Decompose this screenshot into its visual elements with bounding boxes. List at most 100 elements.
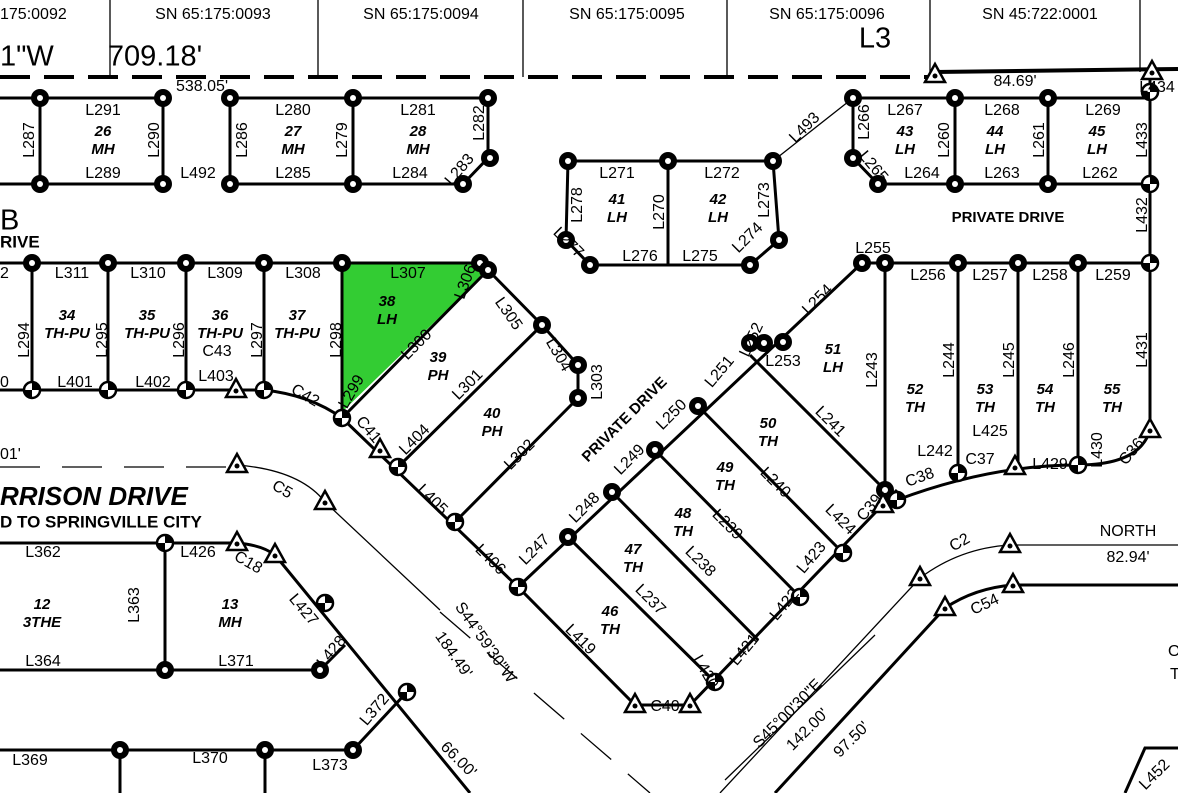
street-label: B [0,205,19,237]
line-label: 0 [0,374,9,391]
lot-number: 50 [760,415,777,432]
lot-corner-icon [559,528,577,546]
line-label: L274 [729,219,766,256]
lot-corner-icon [946,89,964,107]
lot-number: 13 [222,596,239,613]
line-label: L254 [799,281,836,318]
lot-number: 38 [379,293,396,310]
quartered-monument-icon [1140,174,1160,194]
line-label: L297 [249,322,266,358]
lot-corner-icon [646,441,664,459]
street-label: RIVE [0,232,40,251]
lot-number: 55 [1104,381,1121,398]
lot-corner-icon [154,89,172,107]
line-label: L431 [1134,332,1151,368]
lot-number: 34 [59,307,76,324]
line-label: L307 [390,265,426,282]
lot-corner-icon [255,254,273,272]
line-label: L287 [21,122,38,158]
line-label: L244 [941,342,958,378]
lot-type: TH [623,559,644,576]
line-label: L432 [1134,197,1151,233]
lot-type: LH [607,209,628,226]
line-label: L298 [328,322,345,358]
lot-corner-icon [23,254,41,272]
lot-number: 45 [1088,123,1106,140]
quartered-monument-icon [315,593,335,613]
line-label: L255 [855,240,891,257]
lot-number: 39 [430,349,447,366]
lot-corner-icon [177,254,195,272]
triangle-monument-icon [1001,572,1025,594]
triangle-monument-icon [225,530,249,552]
quartered-monument-icon [155,533,175,553]
lot-corner-icon [741,256,759,274]
lot-type: TH-PU [197,325,244,342]
triangle-monument-icon [998,532,1022,554]
triangle-monument-icon [1138,417,1162,439]
lot-type: TH [758,433,779,450]
line-label: L452 [1136,756,1173,793]
quartered-monument-icon [508,577,528,597]
lot-corner-icon [774,333,792,351]
lot-corner-icon [344,89,362,107]
line-label: L280 [275,102,311,119]
lot-corner-icon [569,389,587,407]
lot-type: PH [428,367,450,384]
line-label: L269 [1085,102,1121,119]
lot-corner-icon [764,152,782,170]
line-label: 2 [0,265,9,282]
line-label: L267 [887,102,923,119]
quartered-monument-icon [22,380,42,400]
line-label: L303 [589,364,606,400]
l3-distance: 84.69' [993,73,1036,90]
line-label: L363 [126,587,143,623]
line-label: L425 [972,423,1008,440]
lot-corner-icon [659,152,677,170]
line-label: L308 [285,265,321,282]
segment-distance: 538.05' [176,78,228,95]
lot-corner-icon [1069,254,1087,272]
lot-corner-icon [689,397,707,415]
line-label: L289 [85,165,121,182]
quartered-monument-icon [445,512,465,532]
line-label: L261 [1031,122,1048,158]
lot-type: PH [482,423,504,440]
line-label: L370 [192,750,228,767]
lot-38-highlight[interactable] [342,263,488,412]
lot-corner-icon [154,175,172,193]
lot-type: TH [673,523,694,540]
line-label: L405 [414,481,451,518]
line-label: L262 [1082,165,1118,182]
lot-type: LH [895,141,916,158]
line-label: L290 [146,122,163,158]
line-label: L296 [171,322,188,358]
line-label: C40 [650,698,679,715]
lot-type: TH-PU [124,325,171,342]
line-label: L430 [1089,432,1106,468]
lot-corner-icon [256,741,274,759]
course-distance: 82.94' [1106,549,1149,566]
lot-type: LH [823,359,844,376]
street-bearing: 01' [0,446,21,463]
lot-corner-icon [481,149,499,167]
line-label: L369 [12,752,48,769]
line-label: L424 [822,501,859,538]
parcel-label: SN 65:175:0094 [363,6,479,23]
lot-type: MH [406,141,430,158]
line-label: L310 [130,265,166,282]
line-label: L245 [1001,342,1018,378]
quartered-monument-icon [948,463,968,483]
line-label: L305 [491,294,525,333]
lot-number: 26 [94,123,112,140]
lot-number: 36 [212,307,229,324]
line-label: L268 [984,102,1020,119]
lot-type: TH [600,621,621,638]
lot-number: 42 [709,191,727,208]
line-label: L279 [334,122,351,158]
lot-type: MH [281,141,305,158]
quartered-monument-icon [1140,253,1160,273]
lot-number: 37 [289,307,306,324]
street-name: RRISON DRIVE [0,481,188,511]
